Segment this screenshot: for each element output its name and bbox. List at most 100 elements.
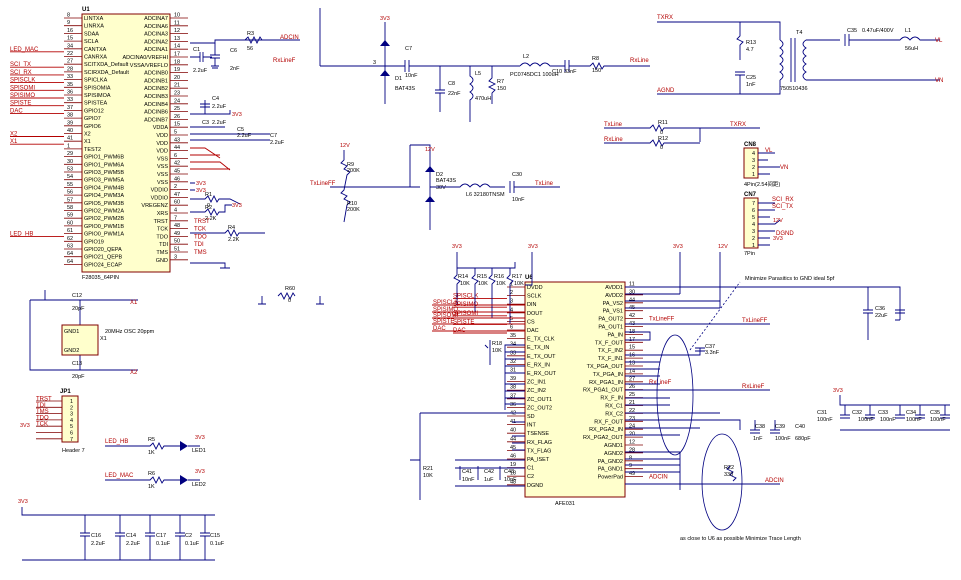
pin-number: 34 <box>67 43 73 49</box>
pin-number: 20 <box>174 75 180 81</box>
pin-name: C1 <box>527 466 534 472</box>
pin-number: 25 <box>174 106 180 112</box>
pin-number: 8 <box>629 455 632 461</box>
pin-number: 55 <box>67 182 73 188</box>
jp1-pin-number: 1 <box>70 399 73 405</box>
d2-ref: D2 <box>436 172 443 178</box>
pin-name: CANRXA <box>84 55 107 61</box>
pin-number: 60 <box>174 200 180 206</box>
c14-val: 2.2uF <box>126 541 141 547</box>
pullup-3v3a: 3V3 <box>452 244 462 250</box>
jp1-pin-number: 2 <box>70 405 73 411</box>
c41-val: 10nF <box>462 477 475 483</box>
net-dgnd-cn7: DGND <box>776 231 794 237</box>
net-label: SPISOMI <box>10 85 35 91</box>
pin-number: 50 <box>174 239 180 245</box>
pin-name: ADCINA1 <box>144 47 168 53</box>
pin-name: AVDD1 <box>605 285 623 291</box>
net-adcin-u6: ADCIN <box>765 478 784 484</box>
c14-ref: C14 <box>126 533 136 539</box>
jp1-signal: TDO <box>36 415 49 421</box>
net-led-mac: LED_MAC <box>105 473 134 479</box>
r6-ref: R6 <box>148 471 155 477</box>
pin-number: 27 <box>629 376 635 382</box>
pin-name: TX_PGA_OUT <box>587 364 624 370</box>
pin-name: VSS <box>157 172 168 178</box>
t4-val: 750510436 <box>780 86 808 92</box>
net-vn-cn8: VN <box>780 165 788 171</box>
pin-name: RX_C2 <box>605 411 623 417</box>
cn7-pin-number: 5 <box>752 215 755 221</box>
r60-resistor: R60 0 <box>258 286 324 305</box>
u1-ref: U1 <box>82 7 90 13</box>
net-label: X2 <box>10 132 18 138</box>
r12-val: 0 <box>660 145 663 151</box>
r1-ref: R1 <box>205 192 212 198</box>
pin-number: 24 <box>174 98 180 104</box>
pin-name: PA_GND1 <box>598 467 623 473</box>
r22-val: 330 <box>724 472 733 478</box>
pin-number: 39 <box>510 376 516 382</box>
net-spisclk-u6: SPISCLK <box>433 300 458 306</box>
c5-ref: C5 <box>237 127 244 133</box>
d2-val: BAT43S <box>436 178 456 184</box>
r14-ref: R14 <box>458 274 468 280</box>
c2-ref: C2 <box>185 533 192 539</box>
pin-name: RX_PGA2_IN <box>589 427 623 433</box>
pin-number: 45 <box>510 445 516 451</box>
pin-number: 59 <box>67 213 73 219</box>
note-ellipse-2 <box>701 433 743 531</box>
pin-number: 45 <box>174 169 180 175</box>
pin-number: 36 <box>510 402 516 408</box>
l6-label: L6 32180TNSM <box>466 192 505 198</box>
pin-number: 1 <box>510 282 513 288</box>
pin-name: GPIO21_QEPB <box>84 255 123 261</box>
cn8-body <box>743 147 759 179</box>
c10-ref: C10 <box>552 69 562 75</box>
pin-number: 26 <box>629 384 635 390</box>
pin-name: RX_F_IN <box>600 396 623 402</box>
jp1-signal: TMS <box>36 409 49 415</box>
c16-ref: C16 <box>91 533 101 539</box>
pin-number: 3 <box>510 299 513 305</box>
c32-val: 100nF <box>858 417 874 423</box>
net-led-hb: LED_HB <box>105 439 128 445</box>
r5-val: 1K <box>148 450 155 456</box>
c5-val: 2.2uF <box>237 133 252 139</box>
c32-ref: C32 <box>852 410 862 416</box>
led1-ref: LED1 <box>192 448 206 454</box>
pin-name: ADCINA7 <box>144 16 168 22</box>
pin-number: 24 <box>629 424 635 430</box>
c16-val: 2.2uF <box>91 541 106 547</box>
c6-ref: C6 <box>230 48 237 54</box>
pin-number: 15 <box>629 345 635 351</box>
pin-number: 5 <box>510 316 513 322</box>
c39-ref: C39 <box>775 424 785 430</box>
svg-text:4: 4 <box>752 151 755 157</box>
c13-ref: C13 <box>72 361 82 367</box>
pin-name: ZC_IN2 <box>527 388 546 394</box>
x1-ref: X1 <box>100 336 107 342</box>
u1-part: F28035_64PIN <box>82 275 119 281</box>
pin-number: 49 <box>629 471 635 477</box>
pin-number: 6 <box>510 325 513 331</box>
pin-name: TCK <box>157 227 168 233</box>
c30-ref: C30 <box>512 172 522 178</box>
net-label: DAC <box>10 108 23 114</box>
pin-name: ADCINB6 <box>144 110 168 116</box>
svg-text:2: 2 <box>752 165 755 171</box>
u6-part: AFE031 <box>555 501 575 507</box>
pin-number: 22 <box>67 51 73 57</box>
pin-name: ADCINB3 <box>144 94 168 100</box>
pin-name: CS <box>527 319 535 325</box>
r15-val: 10K <box>478 281 488 287</box>
status-leds: LED_HB R5 1K LED1 3V3 LED_MAC R6 1K LED2… <box>105 435 206 490</box>
pin-number: 16 <box>629 353 635 359</box>
net-rxlinef-d1: RxLineF <box>273 58 296 64</box>
pin-number: 40 <box>67 128 73 134</box>
pin-name: VDDA <box>153 125 169 131</box>
note-2: as close to U6 as possible Minimize Trac… <box>680 536 801 542</box>
c4-symbol <box>200 100 210 114</box>
pin-name: INT <box>527 423 537 429</box>
